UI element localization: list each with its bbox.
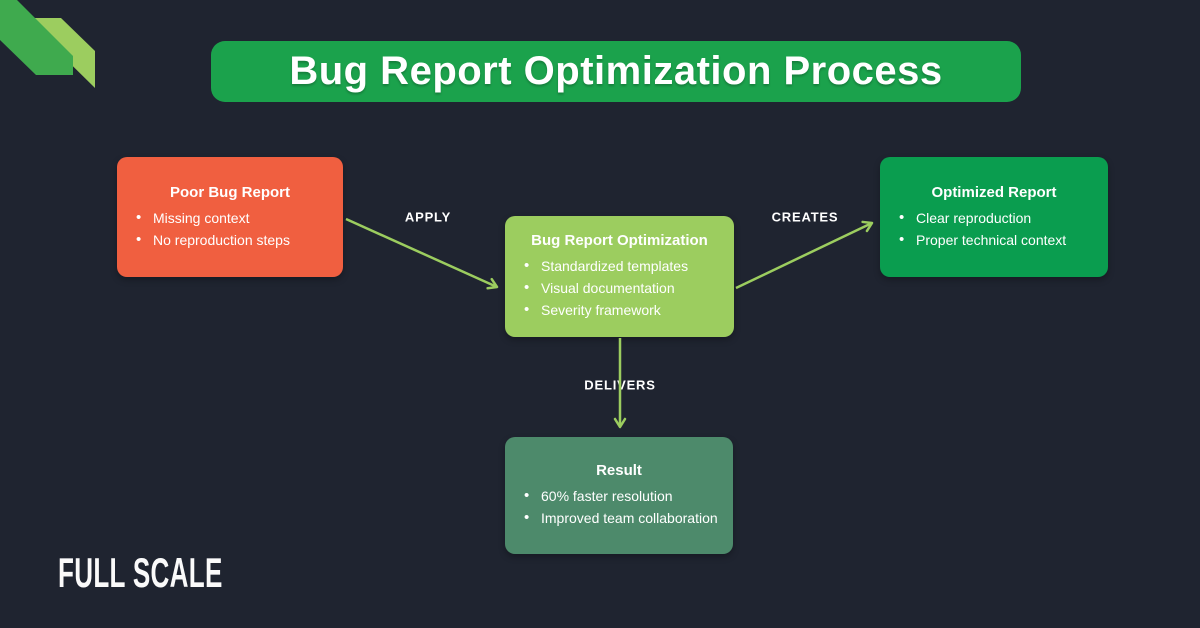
- bullet-item: 60% faster resolution: [519, 485, 719, 507]
- title-banner: Bug Report Optimization Process: [211, 41, 1021, 102]
- fullscale-logo: FULL SCALE: [58, 549, 223, 596]
- node-bullet-list: 60% faster resolution Improved team coll…: [519, 485, 719, 529]
- bullet-item: Missing context: [131, 207, 329, 229]
- ribbon-dark-shape: [0, 0, 73, 75]
- arrow-apply: [345, 217, 499, 290]
- bullet-item: Clear reproduction: [894, 207, 1094, 229]
- arrow-creates: [735, 220, 874, 290]
- node-title: Result: [596, 462, 642, 479]
- edge-label-creates: CREATES: [771, 209, 839, 225]
- node-bullet-list: Missing context No reproduction steps: [131, 207, 329, 251]
- node-optimized-report: Optimized Report Clear reproduction Prop…: [880, 157, 1108, 277]
- bullet-item: Severity framework: [519, 299, 720, 321]
- node-bullet-list: Standardized templates Visual documentat…: [519, 255, 720, 321]
- bullet-item: No reproduction steps: [131, 229, 329, 251]
- bullet-item: Standardized templates: [519, 255, 720, 277]
- edge-label-apply: APPLY: [404, 209, 452, 225]
- node-result: Result 60% faster resolution Improved te…: [505, 437, 733, 554]
- bullet-item: Improved team collaboration: [519, 507, 719, 529]
- node-bug-report-optimization: Bug Report Optimization Standardized tem…: [505, 216, 734, 337]
- bullet-item: Visual documentation: [519, 277, 720, 299]
- page-title: Bug Report Optimization Process: [289, 49, 943, 93]
- corner-ribbon-decoration: [0, 0, 95, 88]
- node-title: Bug Report Optimization: [531, 232, 708, 249]
- edge-label-delivers: DELIVERS: [584, 377, 656, 393]
- node-title: Optimized Report: [931, 183, 1057, 201]
- node-bullet-list: Clear reproduction Proper technical cont…: [894, 207, 1094, 251]
- node-title: Poor Bug Report: [170, 183, 290, 201]
- node-poor-bug-report: Poor Bug Report Missing context No repro…: [117, 157, 343, 277]
- bullet-item: Proper technical context: [894, 229, 1094, 251]
